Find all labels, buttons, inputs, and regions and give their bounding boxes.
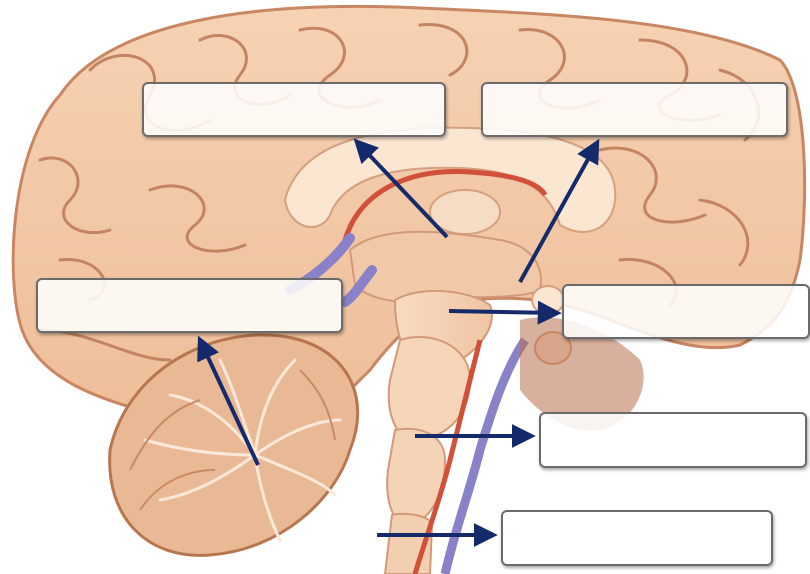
label-box-top-right[interactable] [481, 82, 788, 137]
arrow-to-mid-right [449, 311, 557, 313]
label-box-mid-left[interactable] [36, 278, 343, 333]
label-box-lower-right[interactable] [539, 412, 807, 468]
label-box-mid-right[interactable] [562, 284, 810, 339]
label-box-bottom-right[interactable] [501, 510, 773, 566]
label-box-top-left[interactable] [142, 82, 446, 137]
